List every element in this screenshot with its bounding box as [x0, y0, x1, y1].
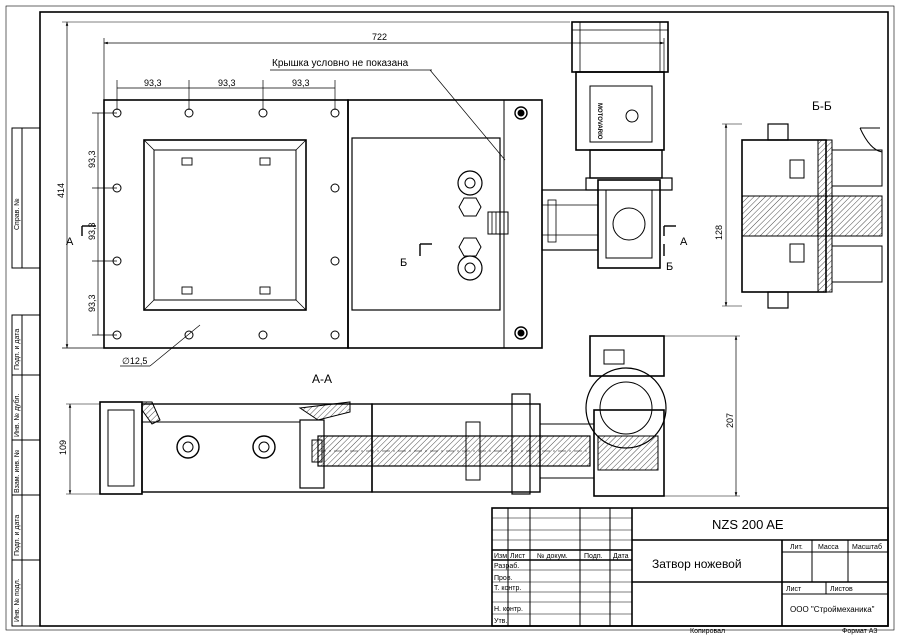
- roller-left: [176, 435, 200, 459]
- dim-pitch-h1: 93,3: [144, 78, 162, 88]
- tb-mass: Масса: [818, 544, 839, 551]
- dim-bb-height: 128: [714, 225, 724, 240]
- tb-col-izm: Изм.: [494, 553, 509, 560]
- dim-section-height: 109: [58, 440, 68, 455]
- motor-fan-cover: [571, 21, 669, 73]
- top-view: [103, 21, 673, 349]
- section-aa-title: А-А: [312, 372, 332, 386]
- dim-pitch-h3: 93,3: [292, 78, 310, 88]
- tb-row-utv: Утв.: [494, 618, 507, 625]
- dim-pitch-h2: 93,3: [218, 78, 236, 88]
- section-aa-view: [66, 335, 740, 497]
- tb-name: Затвор ножевой: [652, 557, 742, 571]
- stamp-label: Подп. и дата: [14, 329, 21, 370]
- side-stamp: [11, 127, 41, 627]
- motor-brand: MOTOVARIO: [596, 103, 602, 140]
- tb-scale: Масштаб: [852, 543, 882, 551]
- section-arrows: [81, 225, 676, 256]
- tb-row-tkontr: Т. контр.: [494, 585, 521, 592]
- tb-row-razrab: Разраб.: [494, 562, 519, 570]
- tb-company: ООО "Строймеханика": [790, 605, 875, 614]
- motor-body: [575, 71, 665, 151]
- roller-right: [252, 435, 276, 459]
- section-mark-a-right: А: [680, 236, 688, 248]
- tb-row-prov: Пров.: [494, 575, 513, 582]
- section-mark-b-right: Б: [666, 261, 673, 273]
- stamp-label: Взам. инв. №: [14, 450, 21, 493]
- stamp-label: Справ. №: [14, 198, 21, 230]
- flange-holes: [112, 106, 528, 340]
- dim-pitch-v3: 93,3: [87, 294, 97, 312]
- inner-frame: [39, 11, 889, 627]
- tb-col-doc: № докум.: [537, 553, 568, 560]
- stamp-label: Инв. № подл.: [14, 578, 21, 622]
- tb-col-date: Дата: [613, 553, 629, 560]
- section-mark-b-left: Б: [400, 257, 407, 269]
- stamp-label: Подп. и дата: [14, 515, 21, 556]
- dim-overall-length: 722: [372, 32, 387, 42]
- tb-sheets: Листов: [830, 586, 853, 593]
- section-bb-view: [722, 123, 883, 309]
- section-bb-title: Б-Б: [812, 99, 832, 113]
- dim-pitch-v2: 93,3: [87, 222, 97, 240]
- stamp-label: Инв. № дубл.: [13, 394, 21, 437]
- tb-sheet: Лист: [786, 586, 802, 593]
- tb-col-list: Лист: [510, 553, 526, 560]
- dim-overall-height: 414: [56, 183, 66, 198]
- dim-pitch-v1: 93,3: [87, 150, 97, 168]
- flow-opening: [143, 139, 307, 311]
- top-dimensions: [62, 21, 665, 367]
- dim-hole-diameter: ∅12,5: [122, 356, 147, 366]
- tb-row-nkontr: Н. контр.: [494, 606, 523, 613]
- screw-thread: [741, 195, 883, 237]
- tb-format: Формат А3: [842, 628, 877, 635]
- title-block: [491, 507, 889, 627]
- gearbox: [597, 179, 661, 269]
- tb-lit: Лит.: [790, 544, 803, 551]
- tb-col-sign: Подп.: [584, 553, 603, 560]
- tb-copied: Копировал: [690, 628, 725, 635]
- cover-note: Крышка условно не показана: [272, 58, 409, 69]
- knife-housing: [347, 99, 543, 349]
- section-mark-a-left: А: [66, 236, 74, 248]
- tb-designation: NZS 200 AE: [712, 517, 784, 532]
- outer-frame: [5, 5, 895, 631]
- dim-drive-height: 207: [725, 413, 735, 428]
